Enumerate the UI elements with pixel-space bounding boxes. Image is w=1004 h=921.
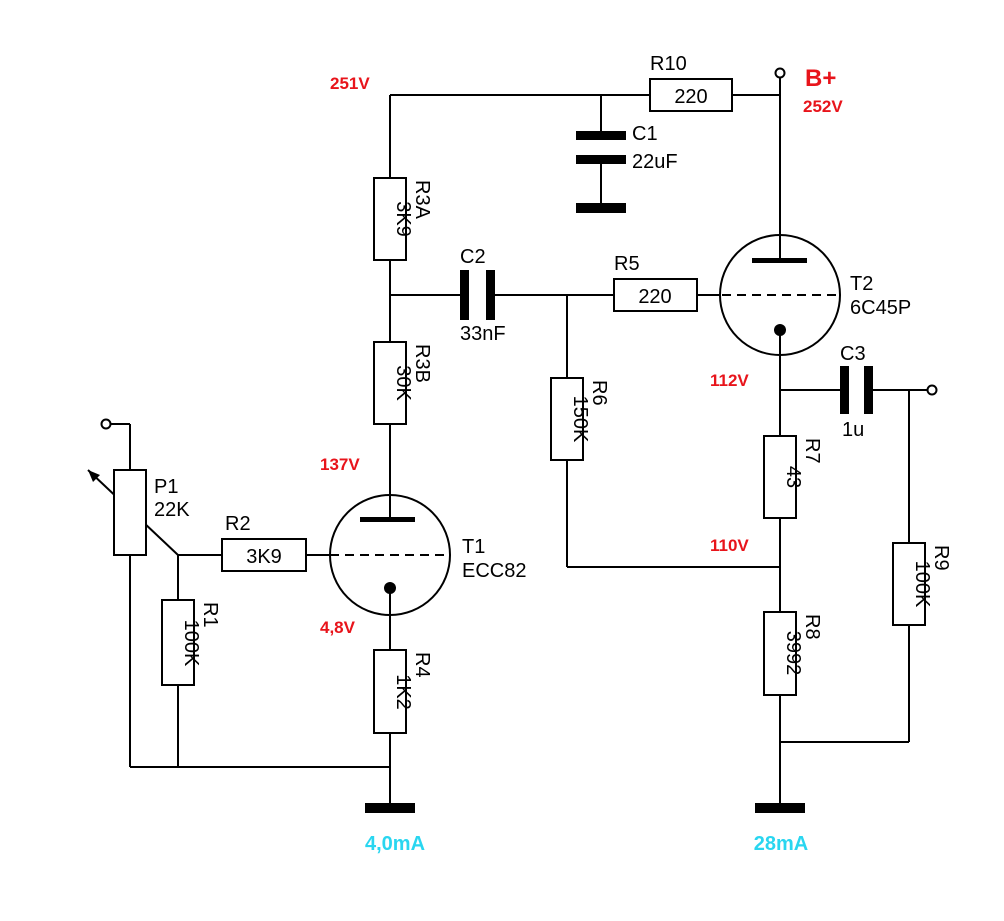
- potentiometer-wiper-arrow: [88, 470, 100, 482]
- capacitor-c1[interactable]: [576, 131, 626, 164]
- tube-t2-anode: [752, 258, 807, 263]
- c2-ref: C2: [460, 246, 486, 268]
- r4-value: 1K2: [392, 674, 414, 710]
- potentiometer-p1[interactable]: [113, 469, 147, 556]
- r4-ref: R4: [411, 652, 433, 678]
- bplus-voltage: 252V: [803, 97, 843, 116]
- voltage-r10-node: 251V: [330, 74, 370, 93]
- r9-value: 100K: [911, 561, 933, 608]
- c3-value: 1u: [842, 419, 864, 441]
- r3a-ref: R3A: [411, 180, 433, 220]
- c2-value: 33nF: [460, 323, 506, 345]
- r1-value: 100K: [180, 620, 202, 667]
- r3b-ref: R3B: [411, 344, 433, 383]
- resistor-r10[interactable]: [649, 78, 733, 112]
- c3-ref: C3: [840, 343, 866, 365]
- tube-t2[interactable]: [719, 234, 841, 356]
- r2-value: 3K9: [246, 546, 282, 568]
- voltage-t1-anode: 137V: [320, 455, 360, 474]
- r6-value: 150K: [569, 396, 591, 443]
- bplus-label: B+: [805, 65, 836, 92]
- r10-value: 220: [674, 86, 707, 108]
- tube-t1[interactable]: [329, 494, 451, 616]
- ground-symbol-c1: [576, 203, 626, 213]
- r1-ref: R1: [199, 602, 221, 628]
- ground-symbol-stage2: [755, 803, 805, 813]
- resistor-r2[interactable]: [221, 538, 307, 572]
- r3a-value: 3K9: [392, 201, 414, 237]
- r3b-value: 30K: [392, 365, 414, 401]
- t1-ref: T1: [462, 536, 485, 558]
- p1-value: 22K: [154, 499, 190, 521]
- voltage-t2-cathode: 112V: [710, 371, 749, 390]
- capacitor-c3[interactable]: [840, 366, 873, 414]
- resistor-r4[interactable]: [373, 649, 407, 734]
- tube-t1-anode: [360, 517, 415, 522]
- resistor-r9[interactable]: [892, 542, 926, 626]
- voltage-r7-low: 110V: [710, 536, 749, 555]
- resistor-r3b[interactable]: [373, 341, 407, 425]
- resistor-r6[interactable]: [550, 377, 584, 461]
- output-terminal[interactable]: [926, 384, 938, 396]
- c1-ref: C1: [632, 123, 658, 145]
- t1-value: ECC82: [462, 560, 526, 582]
- resistor-r3a[interactable]: [373, 177, 407, 261]
- p1-ref: P1: [154, 476, 178, 498]
- r7-ref: R7: [801, 438, 823, 464]
- input-terminal[interactable]: [100, 418, 112, 430]
- resistor-r1[interactable]: [161, 599, 195, 686]
- wires: [87, 76, 928, 805]
- r8-ref: R8: [801, 614, 823, 640]
- r7-value: 43: [782, 466, 804, 488]
- r5-value: 220: [638, 286, 671, 308]
- resistor-r7[interactable]: [763, 435, 797, 519]
- capacitor-c2[interactable]: [460, 270, 495, 320]
- r10-ref: R10: [650, 53, 687, 75]
- ground-symbol-stage1: [365, 803, 415, 813]
- current-stage2: 28mA: [754, 833, 808, 855]
- t2-value: 6C45P: [850, 297, 911, 319]
- bplus-terminal[interactable]: [774, 67, 786, 79]
- resistor-r5[interactable]: [613, 278, 698, 312]
- resistor-r8[interactable]: [763, 611, 797, 696]
- c1-value: 22uF: [632, 151, 678, 173]
- t2-ref: T2: [850, 273, 873, 295]
- r9-ref: R9: [930, 545, 952, 571]
- voltage-t1-cathode: 4,8V: [320, 618, 356, 637]
- r8-value: 3992: [782, 631, 804, 676]
- current-stage1: 4,0mA: [365, 833, 425, 855]
- r5-ref: R5: [614, 253, 640, 275]
- r2-ref: R2: [225, 513, 251, 535]
- r6-ref: R6: [588, 380, 610, 406]
